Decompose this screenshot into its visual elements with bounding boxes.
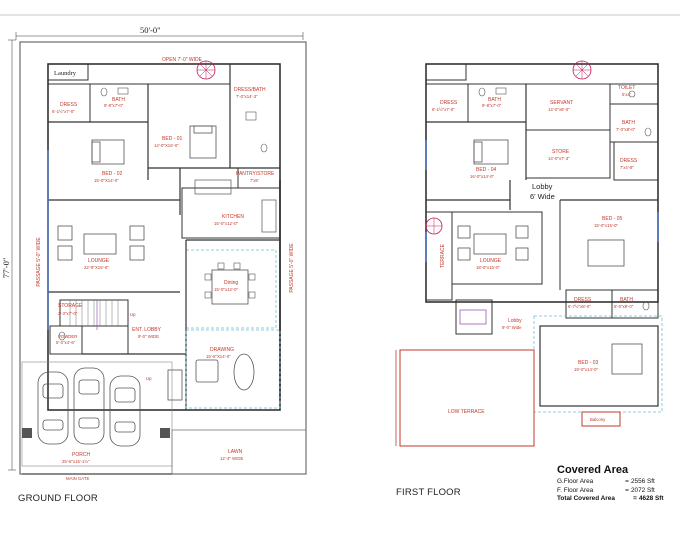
storage-label: STORAGE (58, 303, 83, 309)
porch-size: 25'-6"x15'-1½" (62, 459, 90, 464)
first-floor-labels: DRESS 6'-1½"x7'-0" BATH 9'-8"x7'-0" SERV… (432, 85, 638, 422)
ff-dress3-size: 6'-7½"x8'-0" (568, 304, 591, 309)
balcony-label: Balcony (590, 417, 606, 422)
powder-size: 5'-0"x4'-6" (56, 340, 76, 345)
ff-dress-label: DRESS (440, 100, 458, 106)
gf-lounge-size: 22'-9"X15'-0" (84, 265, 109, 270)
first-floor-plan (395, 60, 663, 447)
equals-sign: = (633, 495, 637, 503)
ff-bath-size: 9'-8"x7'-0" (482, 103, 502, 108)
gf-dress-label: DRESS (60, 102, 78, 108)
bed03-size: 19'-0"x14'-0" (574, 367, 599, 372)
covered-area-row-label: G.Floor Area (557, 478, 594, 485)
ff-bath3-label: BATH (620, 297, 633, 303)
ff-dress3-label: DRESS (574, 297, 592, 303)
ground-floor-caption: GROUND FLOOR (18, 493, 98, 504)
covered-area-row-label: Total Covered Area (557, 495, 615, 503)
bed01-size: 14'-0"X16'-0" (154, 143, 179, 148)
covered-area-row-value: 2556 Sft (631, 478, 655, 485)
toilet-label: TOILET (618, 85, 635, 91)
equals-sign: = (625, 478, 629, 485)
low-terrace-label: LOW TERRACE (448, 409, 485, 415)
bed05-size: 15'-0"x15'-0" (594, 223, 619, 228)
lobby-top-label: Lobby (532, 182, 553, 191)
store-label: STORE (552, 149, 570, 155)
gf-up-label: Up (130, 312, 136, 317)
gf-dress-size: 6'-1½"x7'-0" (52, 109, 75, 114)
kitchen-label: KITCHEN (222, 214, 244, 220)
covered-area-title: Covered Area (557, 464, 629, 476)
open-label: OPEN 7'-0" WIDE (162, 57, 203, 63)
drawing-label: DRAWING (210, 347, 234, 353)
ff-lobby-size: 9'-0" Wide (502, 325, 522, 330)
ff-lounge-label: LOUNGE (480, 258, 502, 264)
covered-area-row-label: F. Floor Area (557, 486, 594, 494)
ff-dress-size: 6'-1½"x7'-0" (432, 107, 455, 112)
covered-area-row-value: 2072 Sft (631, 486, 655, 494)
kitchen-size: 15'-0"x12'-0" (214, 221, 239, 226)
drawing-size: 15'-6"X14'-0" (206, 354, 231, 359)
plot-depth-dimension: 77'-0" (1, 258, 11, 279)
porch-label: PORCH (72, 452, 90, 458)
terrace-label: TERRACE (440, 243, 446, 268)
bed03-label: BED - 03 (578, 360, 599, 366)
pantry-label: PANTRY/STORE (236, 171, 275, 177)
ent-lobby-size: 9'-0" WIDE (138, 334, 159, 339)
covered-area-total-row: Total Covered Area = 4628 Sft (557, 495, 675, 504)
bed02-size: 15'-0"X14'-0" (94, 178, 119, 183)
powder-label: POWDER (58, 334, 77, 339)
bed04-label: BED - 04 (476, 167, 497, 173)
ff-lounge-size: 18'-0"x15'-0" (476, 265, 501, 270)
toilet-size: 5'x4' (622, 92, 631, 97)
ground-floor-plan (8, 32, 307, 475)
servant-size: 14'-0"x8'-0" (548, 107, 570, 112)
gf-lounge-label: LOUNGE (88, 258, 110, 264)
bed01-label: BED - 01 (162, 136, 183, 142)
dining-size: 15'-0"x12'-0" (214, 287, 239, 292)
laundry-label: Laundry (54, 70, 77, 77)
ff-bath3-size: 5'-0"x8'-0" (614, 304, 634, 309)
dress-bath-size: 7'-0"x14'-3" (236, 94, 258, 99)
storage-size: 2'-3"x7'-0" (58, 311, 78, 316)
bed04-size: 16'-0"x14'-0" (470, 174, 495, 179)
ff-lobby-label: Lobby (508, 318, 522, 324)
servant-label: SERVANT (550, 100, 573, 106)
ent-lobby-label: ENT. LOBBY (132, 327, 162, 333)
bed02-label: BED - 02 (102, 171, 123, 177)
lawn-size: 12'-3" WIDE (220, 456, 243, 461)
covered-area-row: F. Floor Area = 2072 Sft (557, 487, 675, 496)
pantry-size: 7'x8' (250, 178, 259, 183)
ff-dress2-label: DRESS (620, 158, 638, 164)
gf-up-label-2: Up (146, 376, 152, 381)
dress-bath-label: DRESS/BATH (234, 87, 266, 93)
ff-bath-label: BATH (488, 97, 501, 103)
first-floor-caption: FIRST FLOOR (396, 487, 461, 498)
passage-right-label: PASSAGE 5'-0" WIDE (289, 243, 295, 293)
bed05-label: BED - 05 (602, 216, 623, 222)
store-size: 14'-0"x7'-3" (548, 156, 570, 161)
ff-bath2-label: BATH (622, 120, 635, 126)
gf-bath-size: 9'-8"x7'-0" (104, 103, 124, 108)
plot-width-dimension: 50'-0" (140, 25, 161, 35)
main-gate-label: MAIN GATE (66, 476, 89, 481)
ff-dress2-size: 7'x4'-8" (620, 165, 634, 170)
ground-floor-labels: 50'-0" 77'-0" Laundry OPEN 7'-0" WIDE DR… (1, 25, 295, 481)
passage-left-label: PASSAGE 5'-0" WIDE (36, 237, 42, 287)
gf-bath-label: BATH (112, 97, 125, 103)
covered-area-table: Covered Area G.Floor Area = 2556 Sft F. … (557, 464, 675, 504)
equals-sign: = (625, 486, 629, 494)
lobby-top-size: 6' Wide (530, 192, 555, 201)
covered-area-row: G.Floor Area = 2556 Sft (557, 478, 675, 487)
dining-label: Dining (224, 280, 238, 286)
covered-area-row-value: 4628 Sft (639, 495, 664, 503)
ff-bath2-size: 7'-0"x8'-0" (616, 127, 636, 132)
lawn-label: LAWN (228, 449, 243, 455)
